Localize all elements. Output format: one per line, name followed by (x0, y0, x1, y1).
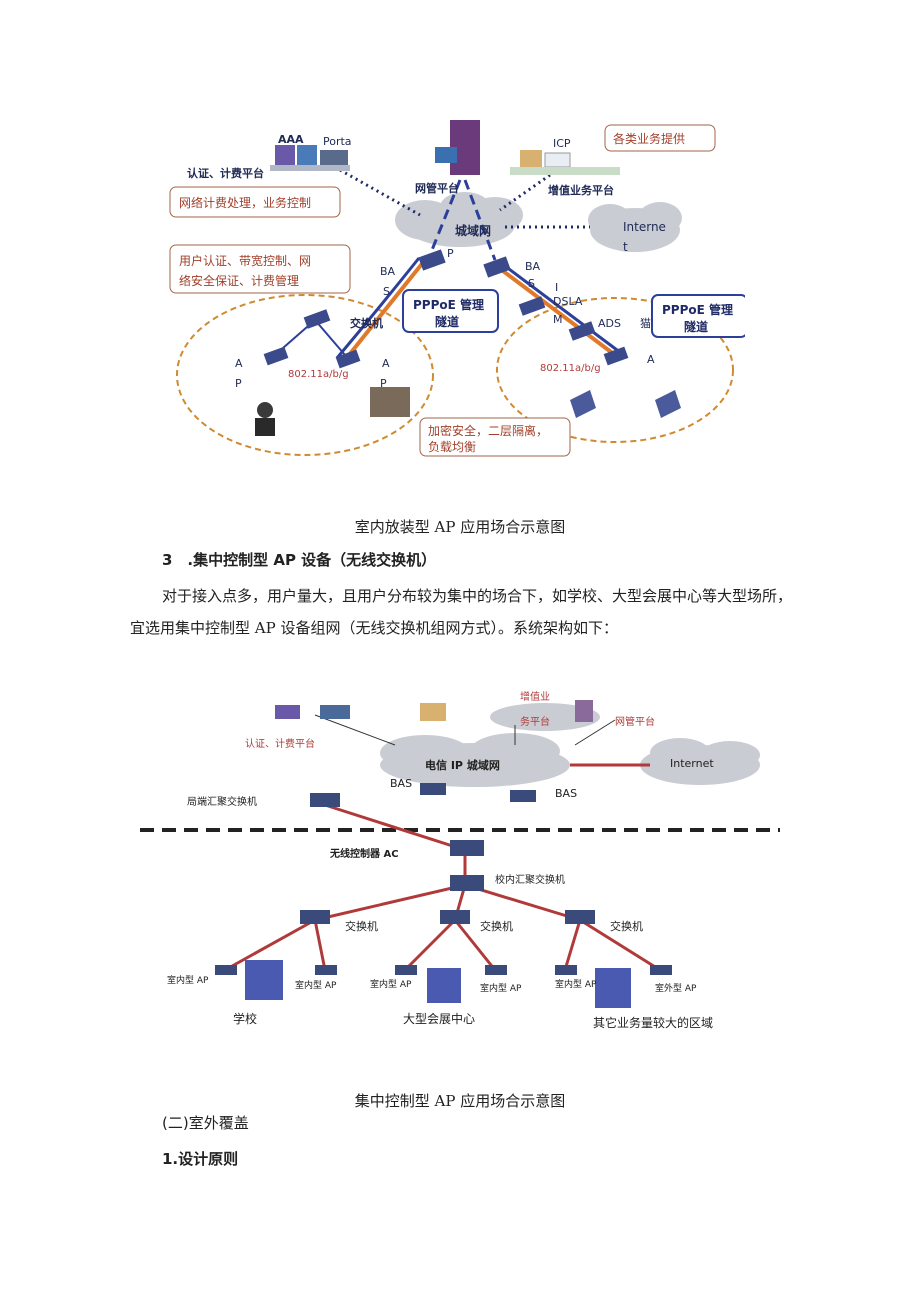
bas-label-1: BAS (390, 777, 412, 790)
icp-server-icon (510, 150, 620, 175)
bas-left-label-2: S (383, 285, 390, 298)
bas-right-label-2: S (528, 277, 535, 290)
encrypt-callout (419, 417, 571, 457)
laptop-icons (570, 390, 681, 418)
ap-a-label-1: A (235, 357, 243, 370)
auth-platform-label: 认证、计费平台 (187, 166, 264, 180)
dslam-label-3: M (553, 313, 563, 326)
metro-label-2: 电信 IP 城域网 (425, 758, 500, 772)
wifi-right-label: 802.11a/b/g (540, 363, 601, 374)
red-links (224, 763, 661, 972)
figure-2-caption: 集中控制型 AP 应用场合示意图 (354, 1092, 566, 1110)
indoor-ap-label-2: 室内型 AP (295, 979, 337, 991)
internet-label-2b: Internet (670, 757, 714, 770)
ads-label: ADS (598, 317, 621, 330)
metro-label: 城域网 (455, 223, 491, 238)
user-auth-line-2: 络安全保证、计费管理 (179, 273, 299, 288)
platform-icons (275, 700, 593, 722)
encrypt-line-2: 负载均衡 (428, 440, 476, 454)
campus-switch-label: 校内汇聚交换机 (495, 873, 565, 886)
dslam-label-1: I (555, 281, 558, 294)
coverage-area-left (176, 294, 434, 456)
paragraph-line-2: 宜选用集中控制型 AP 设备组网（无线交换机组网方式）。系统架构如下： (130, 619, 618, 637)
section-design-principles: 1.设计原则 (162, 1150, 239, 1168)
outdoor-ap-label: 室外型 AP (655, 982, 697, 994)
pppoe-tunnels (335, 257, 622, 362)
dslam-label-2: DSLA (553, 295, 583, 308)
encrypt-line-1: 加密安全，二层隔离， (428, 423, 548, 438)
figure-1-caption: 室内放装型 AP 应用场合示意图 (354, 518, 566, 536)
section-outdoor-coverage: (二)室外覆盖 (162, 1114, 249, 1132)
pppoe-right-callout (651, 294, 745, 338)
pppoe-right-line-1: PPPoE 管理 (662, 302, 733, 317)
switch-label-1: 交换机 (345, 919, 378, 933)
billing-note: 网络计费处理，业务控制 (179, 195, 311, 210)
school-label: 学校 (233, 1011, 257, 1026)
bas-left-label-1: BA (380, 265, 396, 278)
dashed-links (428, 179, 497, 261)
switch-label-2: 交换机 (480, 919, 513, 933)
ap-p-label-1: P (235, 377, 242, 390)
server-tower-icon (435, 120, 480, 175)
section-heading-3: 3 .集中控制型 AP 设备（无线交换机） (162, 551, 437, 569)
user-auth-line-1: 用户认证、带宽控制、网 (179, 253, 311, 268)
indoor-ap-label-1: 室内型 AP (167, 974, 209, 986)
pppoe-left-callout (402, 289, 499, 333)
other-area-label: 其它业务量较大的区域 (593, 1015, 713, 1030)
agg-switch-label: 局端汇聚交换机 (187, 795, 257, 808)
ap-a-label-2: A (382, 357, 390, 370)
metro-cloud-2 (380, 703, 600, 787)
p-label: P (447, 247, 454, 260)
ap-a-label-3: A (647, 353, 655, 366)
ac-label: 无线控制器 AC (329, 847, 399, 860)
paragraph-line-1: 对于接入点多，用户量大，且用户分布较为集中的场合下，如学校、大型会展中心等大型场… (162, 587, 793, 605)
bas-right-label-1: BA (525, 260, 541, 273)
internet-cloud-2 (640, 738, 760, 785)
switch-icons (215, 783, 672, 975)
indoor-ap-label-4: 室内型 AP (480, 982, 522, 994)
aaa-server-icon (270, 145, 350, 171)
billing-callout (169, 186, 341, 218)
services-callout (604, 124, 716, 152)
internet-cloud (588, 202, 682, 252)
portal-label: Porta (323, 135, 352, 148)
router-icons (263, 249, 629, 369)
nm-platform-label: 网管平台 (415, 181, 459, 195)
aaa-label: AAA (278, 133, 304, 146)
user-auth-callout (169, 244, 351, 294)
pppoe-left-line-2: 隧道 (435, 314, 459, 329)
internet-label-2: t (623, 240, 628, 254)
wifi-left-label: 802.11a/b/g (288, 369, 349, 380)
building-icons (245, 960, 631, 1008)
services-label: 各类业务提供 (613, 131, 685, 146)
vas-label-2: 务平台 (520, 715, 550, 728)
indoor-ap-label-3: 室内型 AP (370, 978, 412, 990)
figure-centralized-ap-diagram: 认证、计费平台 增值业 务平台 网管平台 电信 IP 城域网 Internet … (140, 690, 780, 1030)
switch-label: 交换机 (350, 316, 383, 330)
coverage-area-right (496, 297, 734, 443)
auth-platform-label-2: 认证、计费平台 (245, 737, 315, 750)
figure-indoor-ap-diagram: AAA Porta 认证、计费平台 网管平台 ICP 增值业务平台 城域网 In… (169, 120, 745, 457)
user-icons (255, 387, 410, 436)
nm-platform-label-2: 网管平台 (615, 715, 655, 728)
pppoe-right-line-2: 隧道 (684, 319, 708, 334)
indoor-ap-label-5: 室内型 AP (555, 978, 597, 990)
exhibition-label: 大型会展中心 (403, 1011, 475, 1026)
vas-platform-label: 增值业务平台 (548, 183, 614, 197)
internet-label-1: Interne (623, 220, 666, 234)
pppoe-left-line-1: PPPoE 管理 (413, 297, 484, 312)
metro-cloud (395, 192, 523, 247)
vas-label-1: 增值业 (520, 690, 550, 703)
ap-p-label-2: P (380, 377, 387, 390)
dotted-links (339, 168, 590, 229)
switch-label-3: 交换机 (610, 919, 643, 933)
modem-label: 猫 (640, 317, 651, 330)
bas-label-2: BAS (555, 787, 577, 800)
icp-label: ICP (553, 137, 571, 150)
